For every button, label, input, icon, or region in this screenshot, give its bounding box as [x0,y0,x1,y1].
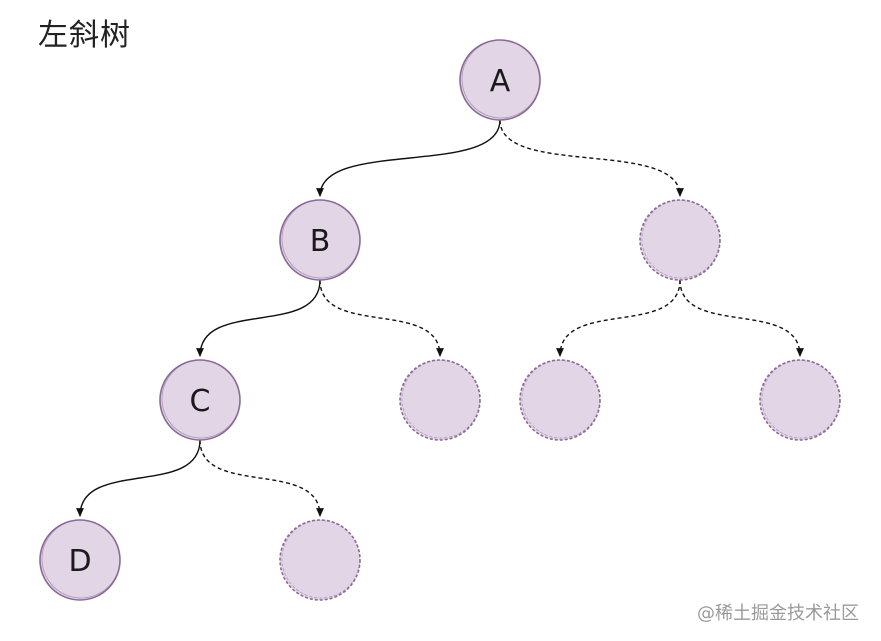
node-outline [41,519,121,599]
edge-A-right-to-AR-left [556,279,681,357]
tree-node-a-right [639,199,721,281]
edge-A-right-to-AR-right [679,279,804,357]
node-outline [761,359,841,439]
edge-A-to-B [316,119,501,197]
edge-C-to-C-right [199,439,324,517]
tree-node-b: B [279,199,361,281]
node-outline [521,359,601,439]
edges-layer [76,119,804,517]
tree-node-c: C [159,359,241,441]
node-circle [399,359,481,441]
node-outline [161,359,241,439]
tree-node-d: D [39,519,121,601]
tree-node-a: A [459,39,541,121]
edge-A-to-A-right [499,119,684,197]
node-outline [641,199,721,279]
node-label: D [68,544,91,579]
tree-node-ar-right [759,359,841,441]
edge-C-to-D [76,439,201,517]
edge-B-to-B-right [319,279,444,357]
node-outline [281,519,361,599]
tree-node-ar-left [519,359,601,441]
watermark: @稀土掘金技术社区 [697,603,859,624]
diagram-title: 左斜树 [38,18,131,53]
node-label: C [190,384,211,419]
node-circle [639,199,721,281]
node-label: B [310,224,331,259]
node-outline [281,199,361,279]
tree-node-b-right [399,359,481,441]
node-circle [759,359,841,441]
node-label: A [490,64,511,99]
edge-B-to-C [196,279,321,357]
tree-node-c-right [279,519,361,601]
node-circle [519,359,601,441]
node-outline [401,359,481,439]
node-circle [279,519,361,601]
node-outline [461,39,541,119]
nodes-layer: A B C D [39,39,841,601]
